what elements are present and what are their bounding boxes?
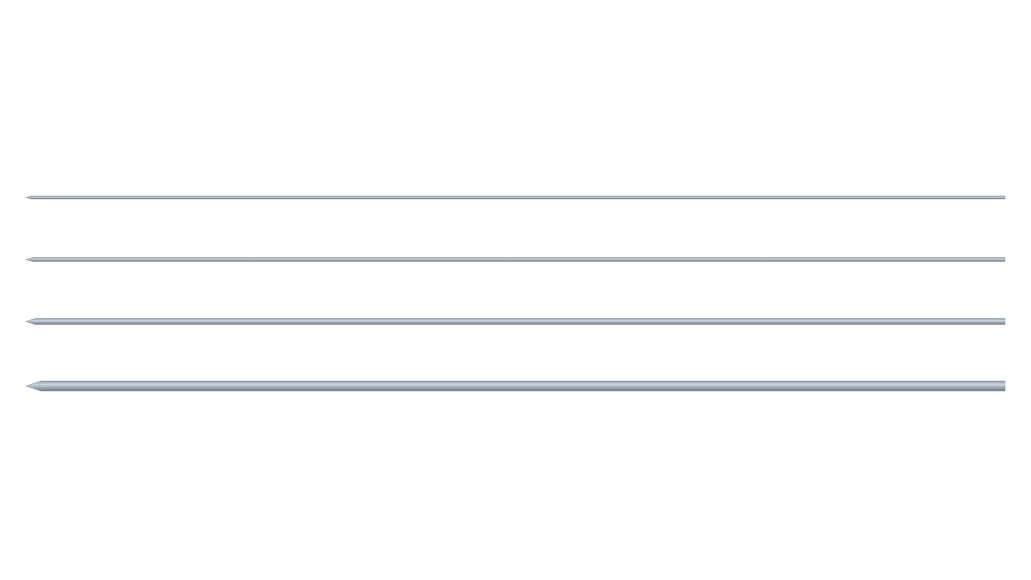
rod-medium [25, 318, 1006, 325]
rod-thickest [25, 380, 1006, 392]
rod-thin [25, 257, 1006, 262]
rod-thinnest [25, 195, 1006, 200]
